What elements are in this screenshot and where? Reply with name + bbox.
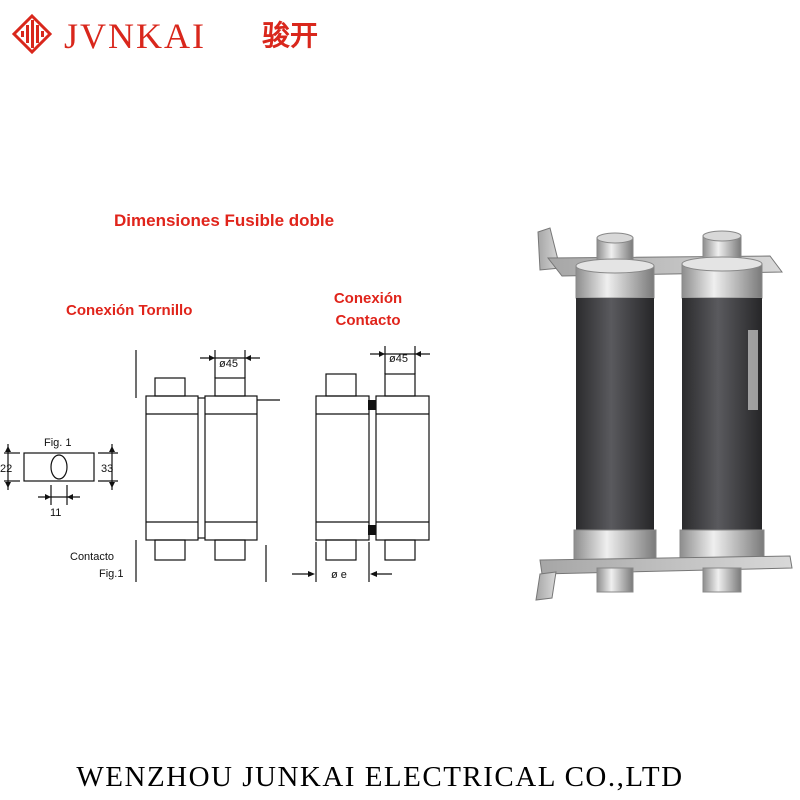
fig1-label: Fig. 1 — [44, 437, 72, 449]
brand-name: JVNKAI — [64, 16, 206, 56]
dim-height-left: 22 — [0, 463, 12, 475]
fuse-dimension-drawing: Fig. 1 22 33 11 Contacto Fig.1 ø45 ø45 ø… — [0, 346, 430, 582]
diamond-lines-logo-icon — [12, 14, 52, 54]
width-label-contact: ø e — [331, 569, 347, 581]
contact-clip-bottom — [368, 525, 376, 535]
contact-label: Contacto — [70, 551, 114, 563]
diameter-label-screw: ø45 — [219, 358, 238, 370]
contact-clip-top — [368, 400, 376, 410]
contact-connection-label: Conexión Contacto — [322, 288, 414, 332]
contact-fig-label: Fig.1 — [99, 568, 123, 580]
contact-connection-label-line1: Conexión — [333, 290, 403, 307]
dim-width: 11 — [50, 507, 61, 519]
diagram-title: Dimensiones Fusible doble — [114, 211, 335, 230]
brand-name-chinese: 骏开 — [262, 19, 319, 52]
double-fuse-photo-icon — [535, 227, 793, 601]
terminal-plate — [23, 452, 95, 482]
contact-connection-label-line2: Contacto — [335, 312, 401, 329]
diameter-label-contact: ø45 — [389, 353, 408, 365]
terminal-slot — [50, 454, 68, 480]
screw-connection-label: Conexión Tornillo — [66, 302, 193, 319]
dim-height-right: 33 — [101, 463, 113, 475]
company-name-footer: WENZHOU JUNKAI ELECTRICAL CO.,LTD — [76, 761, 684, 793]
